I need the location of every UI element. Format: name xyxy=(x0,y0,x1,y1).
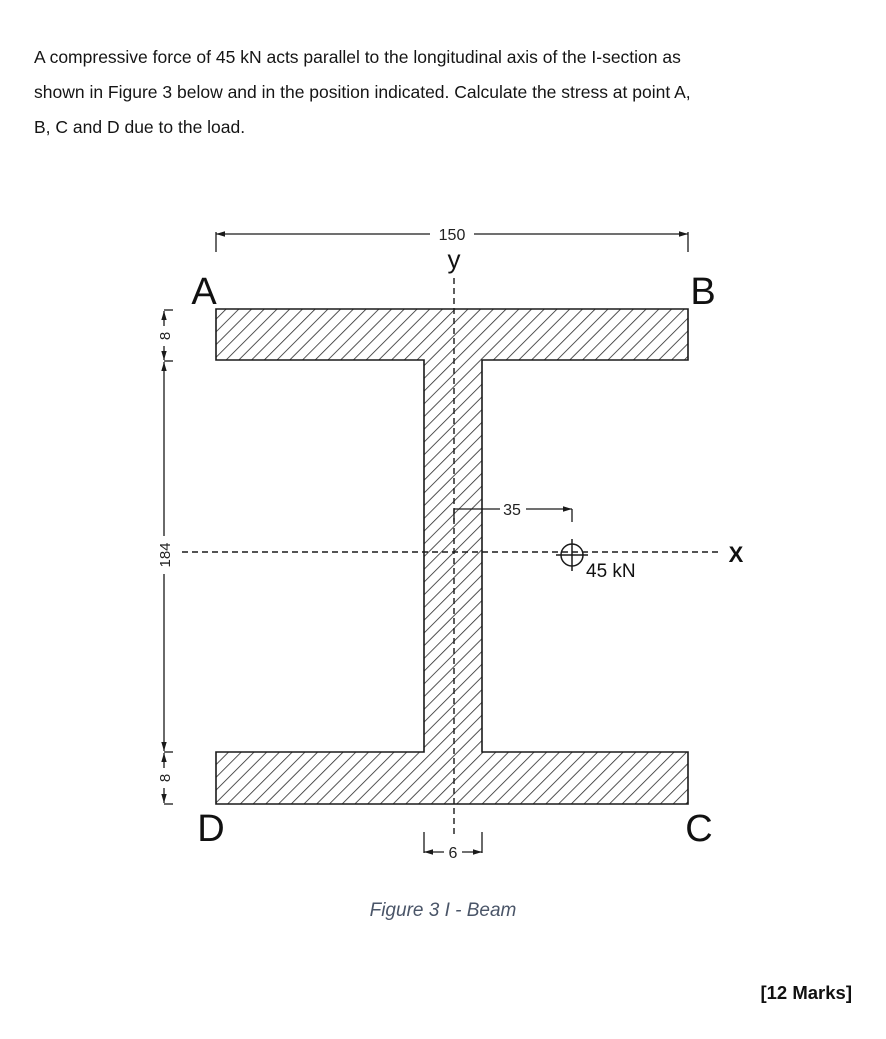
web-thickness-dimension xyxy=(423,832,483,855)
width-dimension-label: 150 xyxy=(439,227,466,244)
width-dimension xyxy=(215,231,689,252)
x-axis-label: X xyxy=(729,542,744,567)
eccentricity-dimension xyxy=(453,506,573,522)
i-section-shape xyxy=(215,308,689,805)
load-point-icon xyxy=(556,539,588,571)
point-b-label: B xyxy=(690,271,715,313)
load-label: 45 kN xyxy=(586,561,636,582)
y-axis-label: y xyxy=(448,244,461,274)
point-d-label: D xyxy=(197,808,224,850)
web-thickness-label: 6 xyxy=(449,845,458,862)
vertical-dimensions xyxy=(161,309,173,805)
question-line-2: shown in Figure 3 below and in the posit… xyxy=(34,82,691,102)
marks-label: [12 Marks] xyxy=(760,982,852,1003)
question-text: A compressive force of 45 kN acts parall… xyxy=(34,40,864,145)
question-line-3: B, C and D due to the load. xyxy=(34,117,246,137)
bottom-flange-thickness-label: 8 xyxy=(157,774,174,782)
eccentricity-label: 35 xyxy=(503,502,521,519)
web-height-label: 184 xyxy=(157,542,174,567)
figure-caption: Figure 3 I - Beam xyxy=(369,900,517,921)
point-c-label: C xyxy=(685,808,712,850)
top-flange-thickness-label: 8 xyxy=(157,332,174,340)
point-a-label: A xyxy=(191,271,217,313)
question-line-1: A compressive force of 45 kN acts parall… xyxy=(34,47,681,67)
